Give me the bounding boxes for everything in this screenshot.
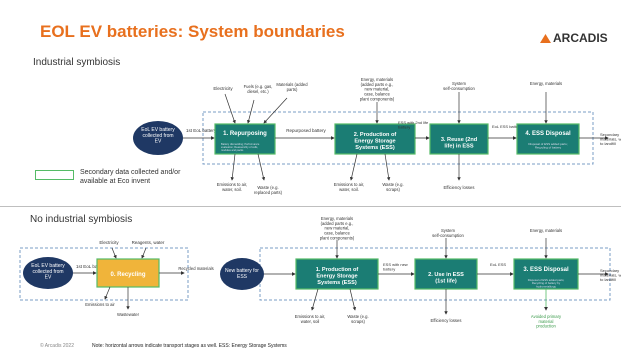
bottom-arrow-waste bbox=[349, 288, 357, 311]
section-label-industrial: Industrial symbiosis bbox=[33, 57, 121, 68]
input-fuels: Fuels (e.g. gas,diesel, etc.) bbox=[244, 84, 273, 94]
output-waste2: Waste (e.g.scraps) bbox=[382, 182, 403, 192]
bottom-input-energy-materials: Energy, materials(added parts e.g.,new m… bbox=[320, 216, 355, 240]
box-disposal-sub: Disposal of ESS added parts;Recycling of… bbox=[528, 142, 567, 149]
bottom-arrow-first-label: 1st EoL battery bbox=[76, 264, 107, 269]
top-arrow-first-label: 1st EoL battery bbox=[186, 128, 217, 133]
arrow-fuels bbox=[247, 99, 255, 124]
arrow-waste1 bbox=[257, 153, 266, 181]
bottom-input-reagents: Reagents, water bbox=[132, 240, 165, 245]
bottom-source-node bbox=[23, 257, 73, 289]
top-source-node bbox=[133, 121, 183, 155]
box-production bbox=[334, 123, 416, 155]
arrow-emissions2 bbox=[349, 153, 358, 181]
arcadis-logo: ARCADIS bbox=[540, 31, 608, 45]
bottom-output-waste: Waste (e.g.scraps) bbox=[347, 314, 368, 324]
bottom-box-use bbox=[414, 258, 478, 290]
bottom-arrow-emissions-air bbox=[104, 286, 111, 300]
bottom-box-disposal-label: 3. ESS Disposal bbox=[523, 267, 569, 273]
box-repurposing bbox=[214, 123, 276, 155]
legend-text: Secondary data collected and/or availabl… bbox=[80, 169, 181, 185]
input-electricity: Electricity bbox=[213, 86, 233, 91]
section-divider bbox=[0, 206, 621, 207]
footer-copyright: © Arcadis 2022 bbox=[40, 343, 74, 349]
output-emissions2: Emissions to air,water, soil. bbox=[334, 182, 365, 192]
legend-swatch bbox=[35, 170, 74, 180]
bottom-recycled-label: Recycled materials bbox=[178, 266, 213, 271]
input-energy-materials: Energy, materials(added parts e.g.,new m… bbox=[360, 77, 395, 101]
output-emissions1: Emissions to air,water, soil. bbox=[217, 182, 248, 192]
bottom-arrow-emissions bbox=[311, 288, 319, 311]
arrow-materials bbox=[263, 97, 288, 124]
arrow-emissions1 bbox=[230, 153, 236, 181]
section-label-no-industrial: No industrial symbiosis bbox=[30, 214, 133, 225]
footer-note: Note: horizontal arrows indicate transpo… bbox=[92, 343, 287, 349]
arrow-waste2 bbox=[384, 153, 391, 181]
arrow-electricity bbox=[224, 93, 236, 124]
bottom-box-disposal-sub: Disposal of ESS added parts;Recycling of… bbox=[528, 278, 565, 288]
box-disposal bbox=[516, 123, 580, 155]
box-repurposing-label: 1. Repurposing bbox=[223, 131, 267, 137]
output-efficiency: Efficiency losses bbox=[444, 185, 475, 190]
input-energy-materials-2: Energy, materials bbox=[530, 81, 562, 86]
bottom-input-electricity: Electricity bbox=[99, 240, 119, 245]
new-battery-node bbox=[220, 258, 264, 290]
bottom-arrow-electricity bbox=[111, 247, 117, 259]
bottom-input-energy-materials-2: Energy, materials bbox=[530, 228, 562, 233]
box-reuse bbox=[429, 123, 489, 155]
bottom-wastewater: Wastewater bbox=[117, 312, 140, 317]
bottom-emissions-air: Emissions to air bbox=[85, 302, 115, 307]
bottom-output-efficiency: Efficiency losses bbox=[431, 318, 462, 323]
bottom-eol-label: EoL ESS bbox=[490, 262, 506, 267]
arcadis-logo-icon bbox=[540, 34, 551, 43]
slide-title: EOL EV batteries: System boundaries bbox=[40, 22, 345, 41]
bottom-box-disposal bbox=[513, 258, 579, 290]
output-waste1: Waste (e.g.replaced parts) bbox=[254, 185, 283, 195]
bottom-arrow-reagents bbox=[141, 247, 147, 259]
bottom-box-use-label: 2. Use in ESS(1st life) bbox=[428, 272, 464, 284]
box-recycling-label: 0. Recycling bbox=[110, 272, 145, 278]
box-disposal-label: 4. ESS Disposal bbox=[525, 131, 571, 137]
top-arrow-eol-label: EoL ESS battery bbox=[492, 124, 521, 129]
bottom-output-emissions: Emissions to air,water, soil bbox=[295, 314, 326, 324]
bottom-box-production bbox=[295, 258, 379, 290]
top-arrow-repurposed-label: Repurposed battery bbox=[286, 128, 326, 133]
logo-text: ARCADIS bbox=[553, 31, 608, 45]
